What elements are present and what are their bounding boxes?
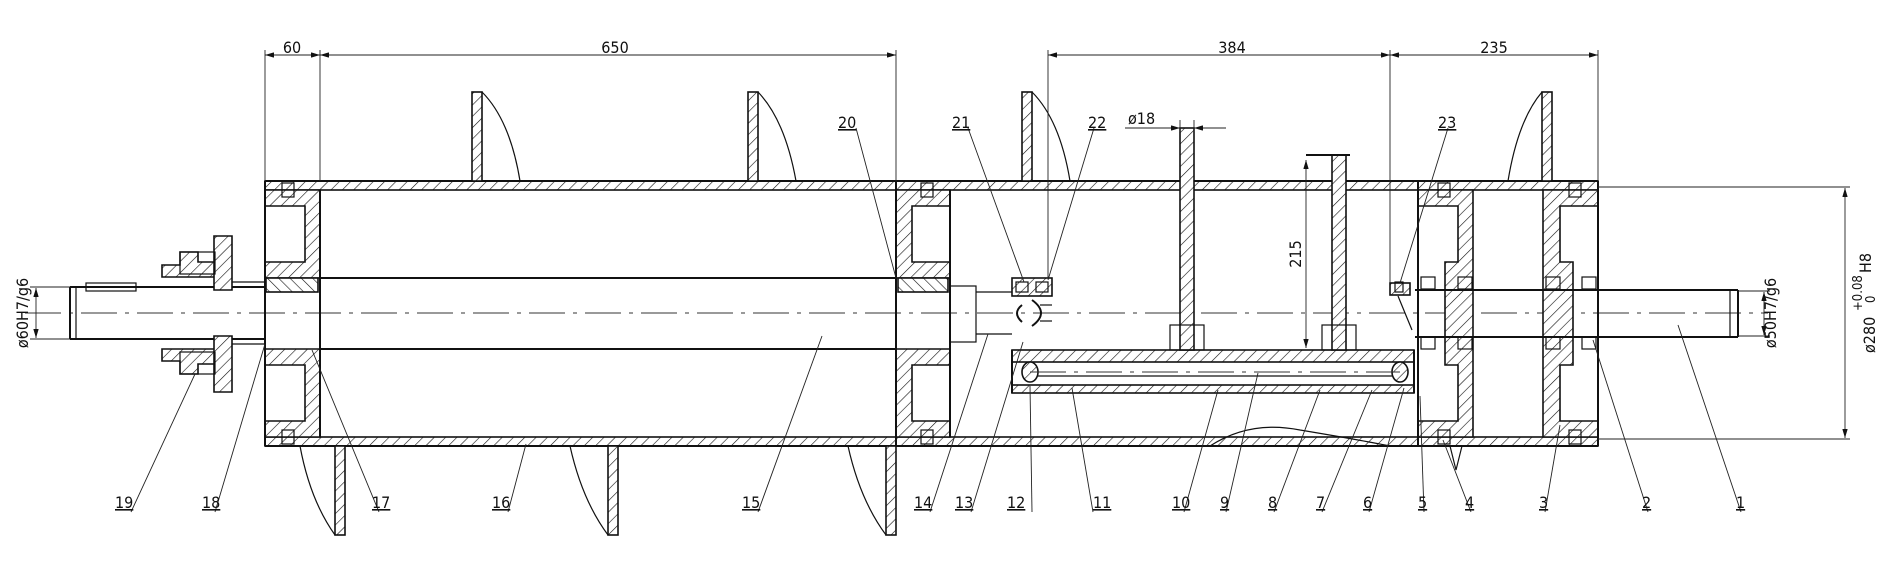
part-label-10: 10 bbox=[1172, 493, 1190, 512]
dim-phi280-group: ø280 +0.08 0 H8 bbox=[1851, 253, 1879, 353]
screw-flights bbox=[299, 91, 1553, 536]
part-label-20: 20 bbox=[838, 113, 856, 132]
part-label-18: 18 bbox=[202, 493, 220, 512]
right-inner-hub bbox=[1389, 281, 1413, 331]
fit-phi60: ø60H7/g6 bbox=[13, 278, 32, 348]
part-label-23: 23 bbox=[1438, 113, 1456, 132]
part-callouts: 1 2 3 4 5 6 7 8 9 10 11 12 13 14 15 16 1… bbox=[115, 113, 1745, 512]
left-bearing-housing bbox=[161, 235, 233, 393]
dim-phi280: ø280 bbox=[1860, 317, 1879, 353]
part-label-5: 5 bbox=[1418, 493, 1427, 512]
dim-650: 650 bbox=[601, 38, 628, 57]
dim-phi280-upper-tol: +0.08 bbox=[1851, 275, 1866, 311]
dim-phi18: ø18 bbox=[1128, 109, 1155, 128]
shaft-bushing bbox=[949, 285, 1012, 343]
lower-housing bbox=[1011, 349, 1415, 394]
part-label-22: 22 bbox=[1088, 113, 1106, 132]
dimension-lines bbox=[30, 50, 1850, 440]
part-label-1: 1 bbox=[1736, 493, 1745, 512]
dim-215: 215 bbox=[1286, 240, 1305, 267]
part-label-16: 16 bbox=[492, 493, 510, 512]
part-label-3: 3 bbox=[1539, 493, 1548, 512]
part-label-8: 8 bbox=[1268, 493, 1277, 512]
part-label-14: 14 bbox=[914, 493, 932, 512]
part-label-19: 19 bbox=[115, 493, 133, 512]
part-label-7: 7 bbox=[1316, 493, 1325, 512]
part-label-4: 4 bbox=[1465, 493, 1474, 512]
part-label-13: 13 bbox=[955, 493, 973, 512]
dim-60: 60 bbox=[283, 38, 301, 57]
right-shaft bbox=[1415, 289, 1739, 338]
dim-phi280-lower-tol: 0 bbox=[1864, 296, 1879, 303]
part-label-17: 17 bbox=[372, 493, 390, 512]
dim-384: 384 bbox=[1218, 38, 1245, 57]
part-label-11: 11 bbox=[1093, 493, 1111, 512]
part-label-9: 9 bbox=[1220, 493, 1229, 512]
bearing-block-21-22 bbox=[1011, 277, 1053, 327]
leader-lines bbox=[130, 127, 1742, 513]
part-label-15: 15 bbox=[742, 493, 760, 512]
part-label-2: 2 bbox=[1642, 493, 1651, 512]
fit-phi50: ø50H7/g6 bbox=[1761, 278, 1780, 348]
dim-235: 235 bbox=[1480, 38, 1507, 57]
vertical-pins bbox=[1169, 127, 1357, 351]
right-flange-b bbox=[1542, 181, 1599, 446]
part-label-21: 21 bbox=[952, 113, 970, 132]
part-label-6: 6 bbox=[1363, 493, 1372, 512]
dim-phi280-class: H8 bbox=[1856, 253, 1875, 273]
main-shaft bbox=[320, 277, 896, 350]
part-label-12: 12 bbox=[1007, 493, 1025, 512]
left-end-flange bbox=[264, 181, 321, 446]
